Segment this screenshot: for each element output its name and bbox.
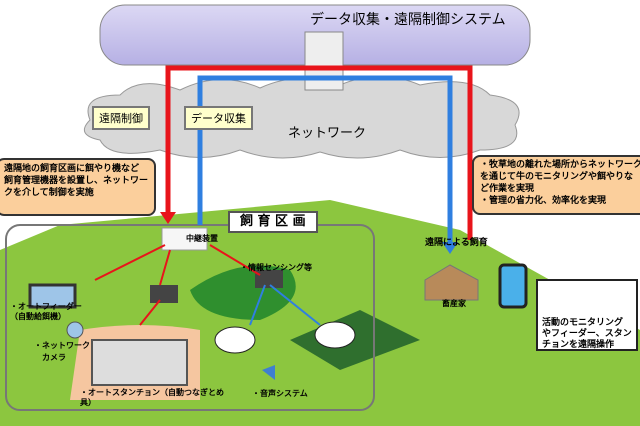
label-line: ・オートフィーダー — [10, 302, 82, 311]
remote-control-label: 遠隔制御 — [92, 106, 150, 130]
control-line — [165, 65, 473, 240]
note-line: ・牧草地の離れた場所からネットワーク — [480, 160, 640, 170]
speaker-icon — [262, 365, 275, 380]
audio-system-label: ・音声システム — [252, 389, 308, 398]
caption-line: 活動のモニタリング — [542, 318, 624, 328]
farmer-label: 畜産家 — [442, 299, 466, 308]
breeding-area-frame — [5, 224, 375, 411]
caption-line: チョンを遠隔操作 — [542, 340, 615, 350]
sensing-label: ・情報センシング等 — [240, 263, 312, 272]
note-line: を通じて牛のモニタリングや餌やりな — [480, 172, 634, 182]
sensor-box-icon — [150, 285, 178, 303]
auto-stanchion-icon — [91, 339, 188, 386]
auto-stanchion-label: ・オートスタンチョン（自動つなぎとめ 具） — [80, 388, 224, 408]
note-line: 飼育管理機器を設置し、ネットワー — [4, 176, 149, 186]
phone-caption: 活動のモニタリング やフィーダー、スタン チョンを遠隔操作 — [542, 318, 632, 351]
caption-line: やフィーダー、スタン — [542, 329, 632, 339]
note-line: ど作業を実現 — [480, 184, 535, 194]
relay-device-icon — [161, 227, 208, 251]
area-title: 飼 育 区 画 — [228, 211, 318, 233]
label-line: カメラ — [42, 353, 66, 362]
note-line: クを介して制御を実施 — [4, 188, 94, 198]
network-label: ネットワーク — [288, 126, 367, 141]
note-line: ・管理の省力化、効率化を実現 — [480, 196, 607, 206]
left-note: 遠隔地の飼育区画に餌やり機など 飼育管理機器を設置し、ネットワー クを介して制御… — [0, 158, 156, 216]
right-note: ・牧草地の離れた場所からネットワーク を通じて牛のモニタリングや餌やりな ど作業… — [472, 155, 640, 215]
phone-callout — [536, 279, 638, 351]
smartphone-icon — [498, 263, 528, 309]
network-camera-icon — [66, 321, 84, 339]
label-line: （自動給餌機） — [10, 312, 66, 321]
sensor-box-icon — [255, 270, 283, 288]
label-line: ・オートスタンチョン（自動つなぎとめ — [80, 388, 224, 397]
cow-icon — [214, 326, 256, 354]
network-camera-label: ・ネットワーク カメラ — [34, 340, 90, 364]
label-line: ・ネットワーク — [34, 341, 90, 350]
remote-breeding-label: 遠隔による飼育 — [425, 238, 488, 248]
note-line: 遠隔地の飼育区画に餌やり機など — [4, 164, 140, 174]
data-collection-label: データ収集 — [184, 106, 253, 130]
field-mesh — [290, 310, 420, 370]
server-icon — [304, 31, 344, 91]
auto-feeder-icon — [28, 283, 77, 309]
relay-device-label: 中継装置 — [186, 234, 218, 243]
system-title: データ収集・遠隔制御システム — [310, 12, 506, 28]
cow-icon — [314, 321, 356, 349]
data-line — [197, 75, 453, 245]
auto-feeder-label: ・オートフィーダー （自動給餌機） — [10, 302, 82, 322]
barn-icon — [424, 264, 479, 301]
label-line: 具） — [80, 398, 96, 407]
